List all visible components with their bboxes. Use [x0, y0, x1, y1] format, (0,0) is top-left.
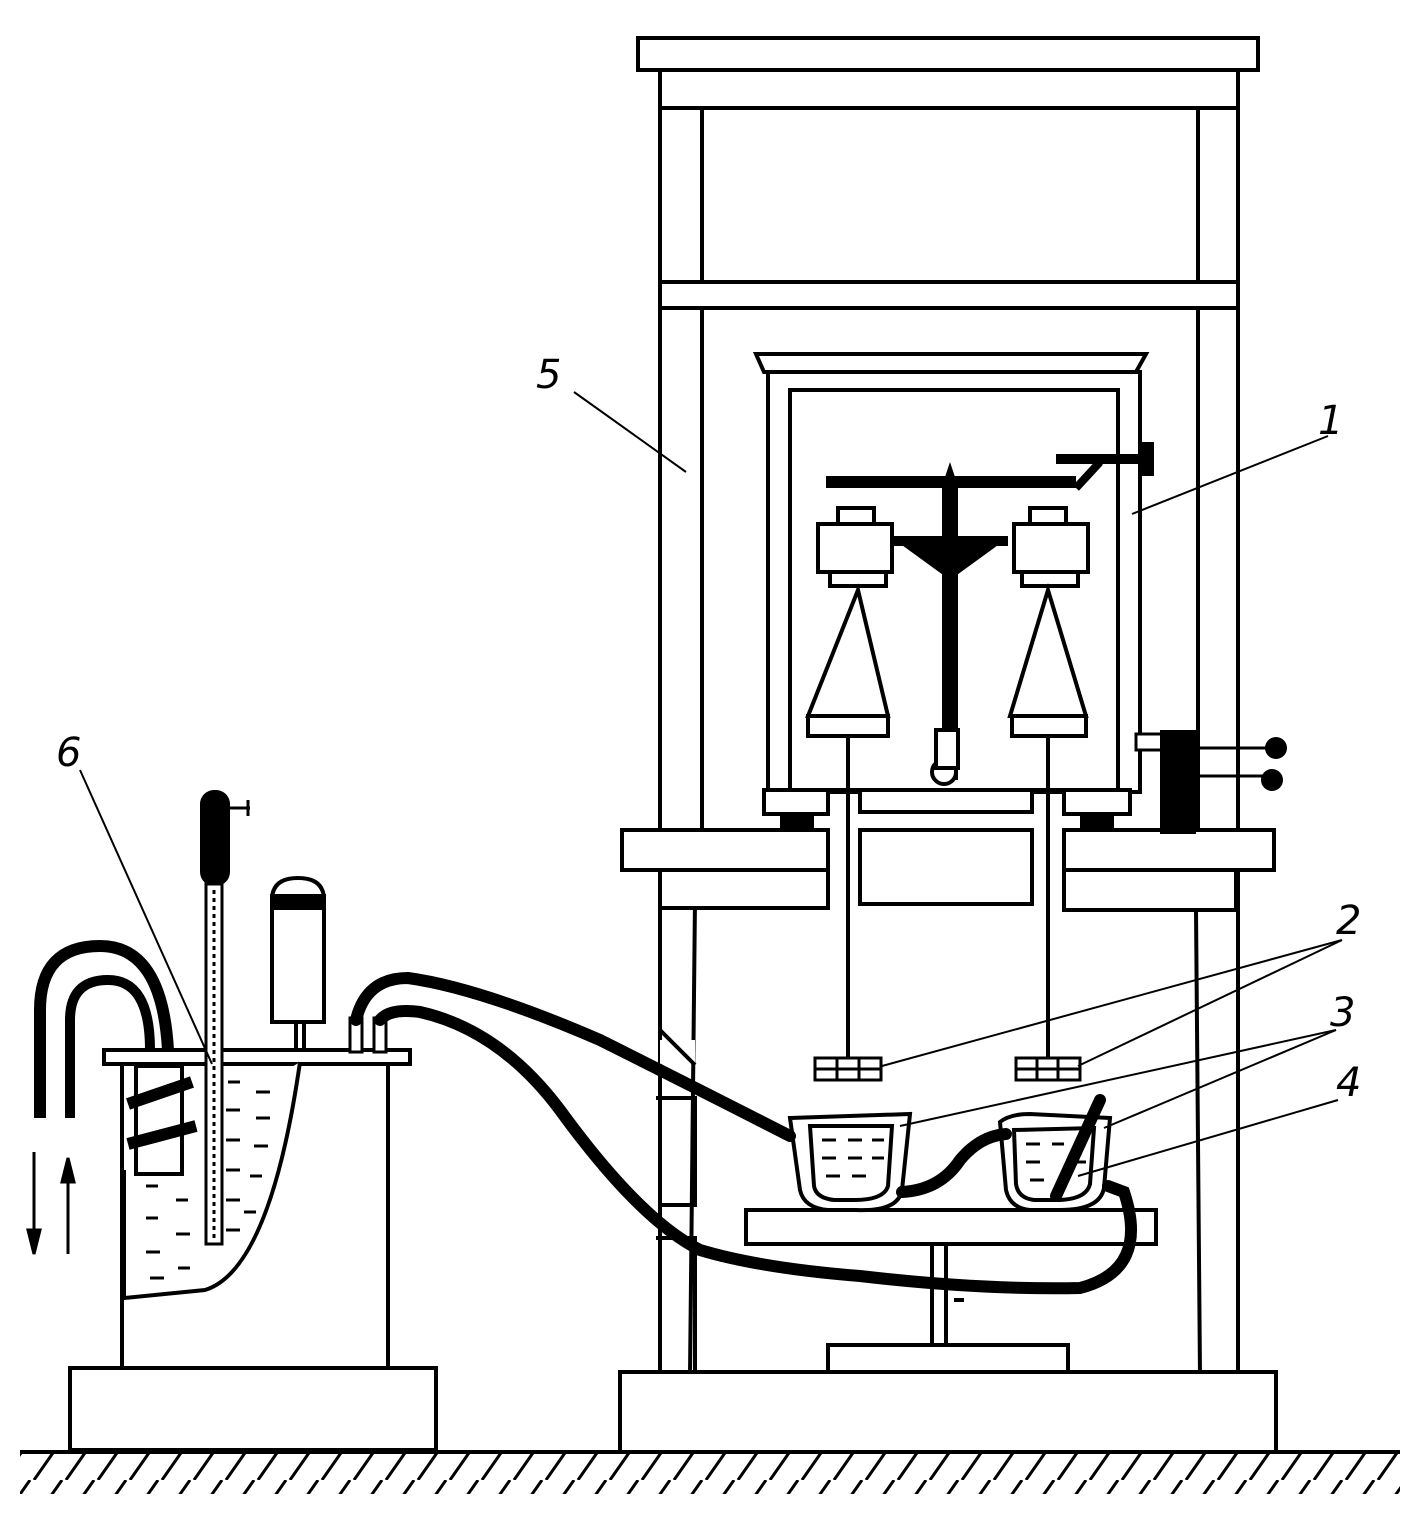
flow-arrows	[26, 1152, 76, 1255]
leader-4	[1077, 1099, 1339, 1177]
callout-4: 4	[1336, 1060, 1361, 1106]
vessel-table	[744, 1208, 1158, 1345]
leader-1	[1131, 435, 1329, 515]
stirrer-motor	[270, 875, 326, 1050]
callout-leaders	[79, 391, 1343, 1177]
left-pan-hanger	[805, 506, 894, 1058]
connecting-hoses	[348, 971, 1137, 1295]
callout-2: 2	[1336, 898, 1361, 944]
contact-thermometer	[200, 790, 250, 1246]
sample-holders	[813, 1056, 1082, 1082]
right-pan-hanger	[1007, 506, 1090, 1058]
leader-3b	[1103, 1029, 1337, 1129]
balance-case	[620, 352, 1276, 912]
leader-5	[573, 391, 687, 473]
callout-5: 5	[536, 352, 561, 398]
floor	[20, 1450, 1400, 1494]
callout-1: 1	[1318, 398, 1343, 444]
leader-6	[79, 769, 213, 1065]
leader-2b	[1077, 939, 1343, 1067]
callout-6: 6	[56, 730, 81, 776]
stirring-rod	[1050, 1094, 1106, 1202]
coolant-hoses	[34, 939, 174, 1118]
callout-3: 3	[1330, 990, 1355, 1036]
thermostat-bath	[68, 1048, 438, 1452]
left-vessel	[787, 1111, 913, 1213]
leader-3a	[899, 1029, 1337, 1127]
electric-terminal	[1134, 730, 1287, 834]
cabinet-frame	[618, 36, 1278, 1454]
leader-2a	[881, 939, 1343, 1067]
balance-beam	[826, 442, 1154, 786]
